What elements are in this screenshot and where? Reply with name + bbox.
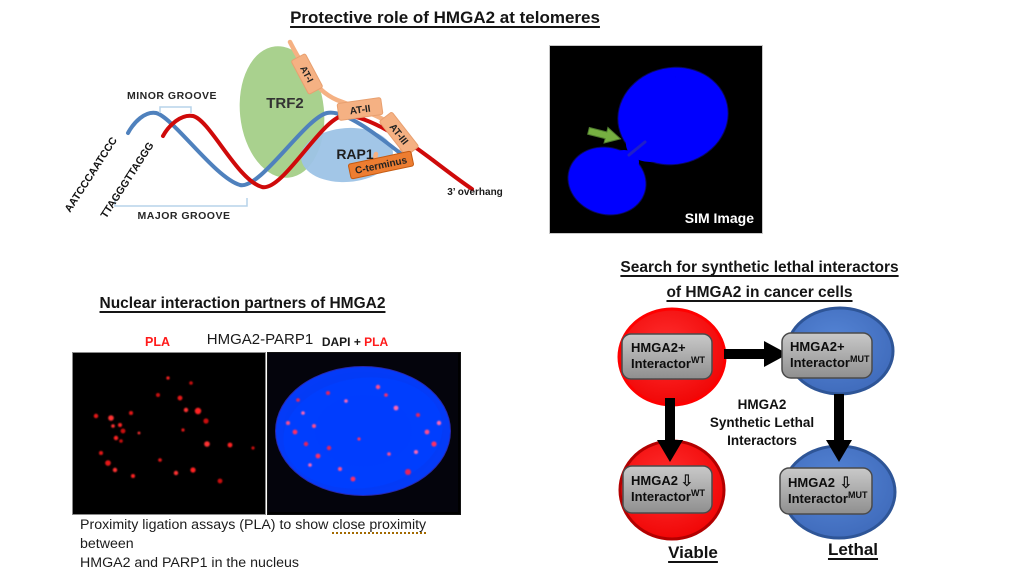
sim-image-panel: SIM Image [549, 45, 763, 234]
green-arrow-icon [587, 126, 622, 144]
trf2-label: TRF2 [266, 95, 304, 112]
at-iii-box: AT-III [379, 112, 419, 156]
downregulation-arrow-icon: ⇩ [839, 475, 852, 492]
synthetic-lethal-heading: Search for synthetic lethal interactors … [607, 256, 912, 306]
arrow-wt-down [657, 398, 683, 462]
dapi-pla-red-foci [286, 384, 442, 482]
sl-heading-line2: of HMGA2 in cancer cells [666, 283, 853, 301]
synthetic-lethal-diagram: HMGA2+ InteractorWT HMGA2+ InteractorMUT… [617, 306, 897, 541]
caption-marked-text: close proximity [332, 517, 427, 533]
telomere-diagram: AT-I AT-II AT-III C-terminus TRF2 RAP1 M… [62, 39, 503, 222]
pla-pair-label: HMGA2-PARP1 [206, 331, 314, 348]
overhang-label: 3’ overhang [447, 187, 503, 198]
anaphase-bridge [627, 140, 647, 157]
genotype-box-wt-down: HMGA2⇩ InteractorWT [622, 465, 713, 514]
major-groove-label: MAJOR GROOVE [138, 210, 231, 222]
svg-text:Interactors: Interactors [727, 433, 797, 448]
svg-text:HMGA2⇩: HMGA2⇩ [788, 475, 852, 492]
svg-text:HMGA2+: HMGA2+ [631, 340, 686, 355]
at-i-box: AT-I [291, 53, 323, 95]
svg-text:HMGA2⇩: HMGA2⇩ [631, 473, 693, 490]
arrow-wt-to-mut [724, 341, 788, 367]
at-ii-label: AT-II [349, 104, 371, 118]
pla-foci-image [73, 353, 263, 512]
dapi-pla-image [268, 353, 458, 512]
dapi-label-red: PLA [364, 335, 389, 349]
svg-text:InteractorWT: InteractorWT [631, 488, 705, 504]
sim-nucleus-small [567, 146, 647, 216]
major-groove-bracket [114, 198, 248, 207]
outcome-viable: Viable [668, 543, 718, 562]
caption-line2: HMGA2 and PARP1 in the nucleus [80, 555, 299, 572]
dapi-label-black: DAPI + [321, 335, 365, 349]
dapi-nucleus [275, 366, 451, 496]
genotype-box-wt-plus: HMGA2+ InteractorWT [621, 333, 713, 380]
downregulation-arrow-icon: ⇩ [680, 473, 693, 490]
dna-strand-red [161, 113, 474, 191]
caption-text-before: Proximity ligation assays (PLA) to show [80, 517, 333, 533]
dapi-pla-channel-label: DAPI + PLA [315, 335, 395, 349]
svg-text:InteractorMUT: InteractorMUT [788, 490, 868, 506]
at-ii-box: AT-II [336, 97, 384, 121]
pla-foci-panel [72, 352, 266, 515]
dapi-pla-panel [267, 352, 461, 515]
svg-text:InteractorMUT: InteractorMUT [790, 354, 870, 370]
svg-text:Synthetic Lethal: Synthetic Lethal [710, 415, 814, 430]
caption-text-after: between [80, 536, 134, 553]
pla-section-heading: Nuclear interaction partners of HMGA2 [99, 295, 386, 312]
sl-heading-line1: Search for synthetic lethal interactors [620, 259, 899, 276]
minor-groove-bracket [159, 106, 192, 113]
page-title: Protective role of HMGA2 at telomeres [290, 8, 600, 27]
svg-text:HMGA2: HMGA2 [738, 397, 787, 412]
pla-red-foci [93, 376, 255, 484]
arrow-mut-down [826, 394, 852, 462]
pla-channel-label: PLA [145, 335, 170, 349]
pla-caption: Proximity ligation assays (PLA) to show … [80, 516, 480, 574]
sim-image: SIM Image [550, 46, 760, 231]
sim-image-label: SIM Image [685, 210, 754, 226]
synthetic-lethal-center-label: HMGA2 Synthetic Lethal Interactors [710, 397, 814, 448]
svg-text:HMGA2+: HMGA2+ [790, 339, 845, 354]
svg-text:InteractorWT: InteractorWT [631, 355, 705, 371]
minor-groove-label: MINOR GROOVE [127, 90, 217, 102]
outcome-lethal: Lethal [827, 540, 879, 559]
genotype-box-mut-down: HMGA2⇩ InteractorMUT [779, 467, 873, 515]
genotype-box-mut-plus: HMGA2+ InteractorMUT [781, 332, 873, 379]
rap1-label: RAP1 [336, 146, 374, 162]
